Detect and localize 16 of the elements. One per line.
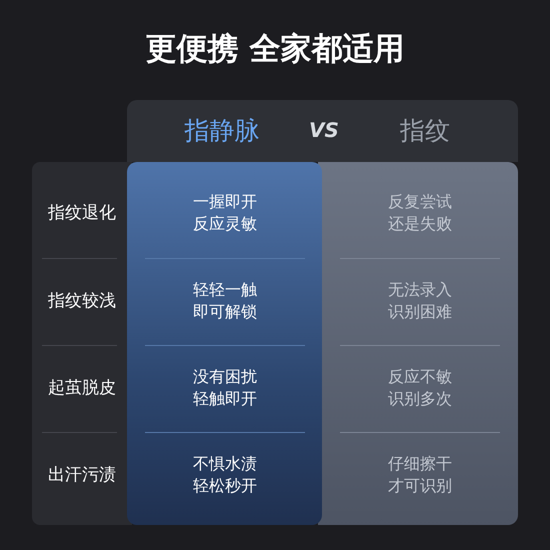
cell-text: 轻轻一触即可解锁: [192, 279, 258, 323]
column-header: 指纹: [399, 115, 451, 147]
cell-text: 反应不敏识别多次: [387, 366, 453, 410]
cell-text: 仔细擦干才可识别: [387, 453, 453, 497]
row-label: 出汗污渍: [47, 464, 117, 486]
cell-text: 反复尝试还是失败: [387, 191, 453, 235]
title: 更便携 全家都适用: [144, 30, 406, 69]
row-label: 指纹较浅: [47, 290, 117, 312]
vs-text: VS: [308, 118, 340, 142]
row-label: 起茧脱皮: [47, 377, 117, 399]
cell-text: 不惧水渍轻松秒开: [192, 453, 258, 497]
cell-text: 一握即开反应灵敏: [192, 191, 258, 235]
column-header: 指静脉: [184, 115, 260, 147]
cell-text: 没有困扰轻触即开: [192, 366, 258, 410]
row-label: 指纹退化: [47, 202, 117, 224]
cell-text: 无法录入识别困难: [387, 279, 453, 323]
